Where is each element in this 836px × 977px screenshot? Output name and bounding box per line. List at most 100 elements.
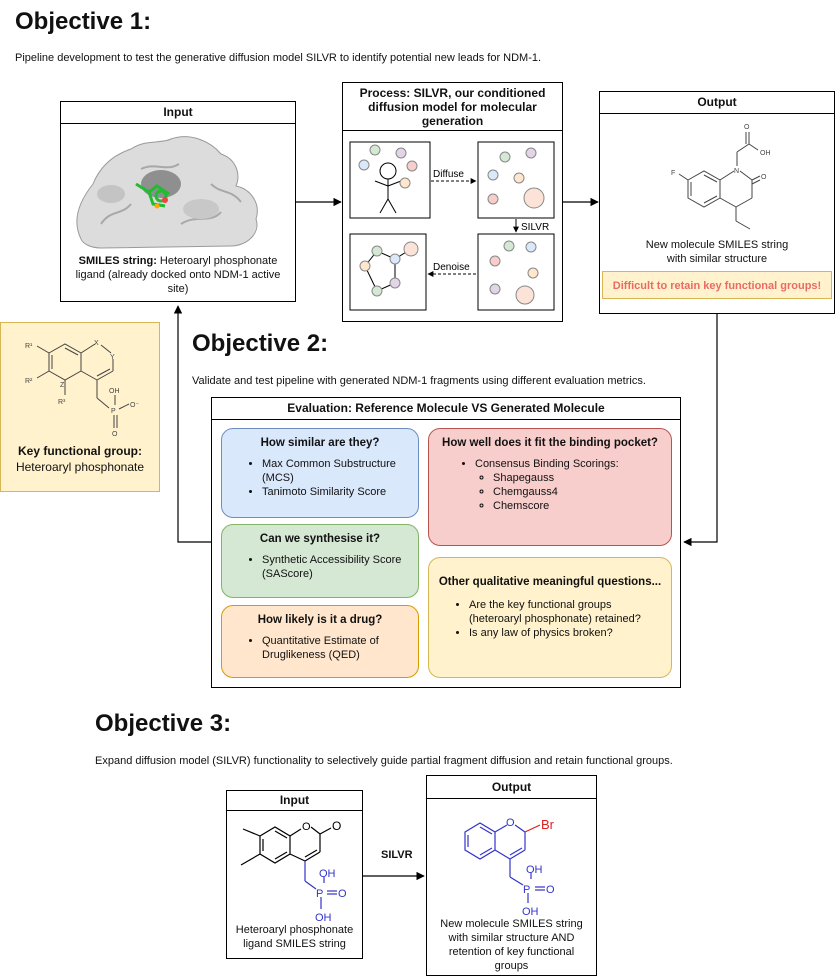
panel-denoised: [349, 233, 427, 311]
card-binding-fit-title: How well does it fit the binding pocket?: [442, 437, 658, 449]
smiles-description: Heteroaryl phosphonate ligand (already d…: [75, 255, 281, 295]
atom-oh-top: OH: [319, 868, 336, 880]
label-diffuse: Diffuse: [433, 169, 464, 180]
obj3-input-caption: Heteroaryl phosphonate ligand SMILES str…: [235, 924, 354, 950]
objective2-description: Validate and test pipeline with generate…: [192, 375, 646, 387]
obj3-silvr-label: SILVR: [381, 849, 413, 861]
atom-r3: R³: [58, 399, 66, 406]
card-synthesis-list: Synthetic Accessibility Score (SAScore): [222, 553, 418, 581]
card-binding-fit: How well does it fit the binding pocket?…: [428, 428, 672, 546]
sub-list-item: Chemscore: [493, 499, 671, 513]
warning-banner: Difficult to retain key functional group…: [602, 271, 832, 299]
key-functional-group-box: R¹ R² R³ X Y Z OH P O⁻ O Key functional …: [0, 322, 160, 492]
atom-x: X: [94, 340, 99, 347]
list-item-label: Consensus Binding Scorings:: [475, 458, 619, 470]
sub-list-item: Chemgauss4: [493, 485, 671, 499]
protein-surface-image: [61, 124, 295, 250]
obj3-input-header: Input: [227, 791, 362, 811]
atom-o-double: O: [338, 888, 347, 900]
key-group-name: Heteroaryl phosphonate: [15, 460, 145, 474]
obj3-output-caption: New molecule SMILES string with similar …: [440, 918, 583, 972]
list-item: Are the key functional groups (heteroary…: [469, 598, 663, 626]
obj3-input-molecule: O O OH P O OH: [240, 819, 347, 923]
obj1-input-box: Input SMILES string: Heteroaryl phosphon…: [60, 101, 296, 302]
list-item: Is any law of physics broken?: [469, 626, 663, 640]
key-group-title: Key functional group:: [18, 444, 142, 458]
obj3-output-molecule: O Br OH P O OH: [464, 817, 555, 917]
obj1-input-header: Input: [61, 102, 295, 124]
atom-br: Br: [541, 817, 555, 832]
arrow-output-to-evaluation: [683, 314, 718, 547]
atom-oh-top: OH: [526, 864, 543, 876]
card-similarity-list: Max Common Substructure (MCS) Tanimoto S…: [222, 457, 418, 499]
output-molecule-structure: OH O O F N: [671, 124, 771, 230]
atom-oh: OH: [760, 150, 771, 157]
atom-oh-key: OH: [109, 388, 120, 395]
card-similarity-title: How similar are they?: [260, 437, 380, 449]
atom-o-top: O: [744, 124, 750, 131]
atom-o-key: O: [112, 431, 118, 438]
obj1-input-caption: SMILES string: Heteroaryl phosphonate li…: [61, 250, 295, 296]
atom-r1: R¹: [25, 343, 33, 350]
obj1-process-box: Process: SILVR, our conditioned diffusio…: [342, 82, 563, 322]
list-item: Max Common Substructure (MCS): [262, 457, 418, 485]
atom-o-ring: O: [302, 821, 311, 833]
panel-diffused: [477, 141, 555, 219]
card-binding-fit-list: Consensus Binding Scorings: Shapegauss C…: [429, 457, 671, 513]
objective3-title: Objective 3:: [95, 710, 232, 737]
card-qualitative: Other qualitative meaningful questions..…: [428, 557, 672, 678]
atom-o-minus: O⁻: [130, 402, 139, 409]
card-qualitative-title: Other qualitative meaningful questions..…: [438, 576, 662, 588]
obj1-process-header: Process: SILVR, our conditioned diffusio…: [343, 83, 562, 131]
card-qualitative-list: Are the key functional groups (heteroary…: [429, 598, 671, 640]
obj1-output-header: Output: [600, 92, 834, 114]
objective1-description: Pipeline development to test the generat…: [15, 52, 542, 64]
atom-o-carbonyl: O: [761, 174, 767, 181]
atom-o-ring: O: [506, 817, 515, 829]
atom-r2: R²: [25, 378, 33, 385]
atom-f: F: [671, 170, 675, 177]
list-item: Synthetic Accessibility Score (SAScore): [262, 553, 418, 581]
sub-list-item: Shapegauss: [493, 471, 671, 485]
card-druglikeness-title: How likely is it a drug?: [257, 614, 383, 626]
card-synthesis: Can we synthesise it? Synthetic Accessib…: [221, 524, 419, 598]
atom-p-key: P: [111, 408, 116, 415]
card-druglikeness-list: Quantitative Estimate of Druglikeness (Q…: [222, 634, 418, 662]
atom-oh-bottom: OH: [522, 906, 539, 917]
arrow-evaluation-to-input: [173, 305, 211, 543]
card-synthesis-title: Can we synthesise it?: [259, 533, 381, 545]
list-item: Quantitative Estimate of Druglikeness (Q…: [262, 634, 418, 662]
atom-p: P: [316, 888, 323, 900]
objective3-description: Expand diffusion model (SILVR) functiona…: [95, 755, 673, 767]
atom-z: Z: [60, 382, 65, 389]
scoring-sublist: Shapegauss Chemgauss4 Chemscore: [475, 471, 671, 513]
objective1-title: Objective 1:: [15, 8, 152, 35]
smiles-label: SMILES string:: [78, 255, 157, 267]
atom-o-carbonyl: O: [332, 819, 341, 833]
panel-guided: [477, 233, 555, 311]
label-silvr: SILVR: [521, 222, 549, 233]
card-similarity: How similar are they? Max Common Substru…: [221, 428, 419, 518]
obj1-output-caption: New molecule SMILES string with similar …: [645, 239, 789, 265]
obj3-input-box: Input O O OH P O OH: [226, 790, 363, 959]
evaluation-header: Evaluation: Reference Molecule VS Genera…: [212, 398, 680, 420]
obj3-output-header: Output: [427, 776, 596, 799]
diffusion-process-diagram: Diffuse SILVR Denoise: [349, 141, 555, 311]
panel-original-molecule: [349, 141, 431, 219]
warning-text: Difficult to retain key functional group…: [612, 280, 822, 292]
docked-ligand: [135, 182, 170, 208]
atom-n: N: [734, 168, 739, 175]
objective2-title: Objective 2:: [192, 330, 329, 357]
label-denoise: Denoise: [433, 262, 470, 273]
atom-p: P: [523, 884, 530, 896]
list-item: Consensus Binding Scorings: Shapegauss C…: [475, 457, 671, 513]
obj1-output-box: Output O: [599, 91, 835, 314]
atom-y: Y: [110, 354, 115, 361]
atom-oh-bottom: OH: [315, 912, 332, 923]
list-item: Tanimoto Similarity Score: [262, 485, 418, 499]
atom-o-double: O: [546, 884, 555, 896]
obj3-output-box: Output O Br OH P O OH New molecule SMILE…: [426, 775, 597, 976]
key-group-structure: R¹ R² R³ X Y Z OH P O⁻ O: [25, 340, 139, 438]
card-druglikeness: How likely is it a drug? Quantitative Es…: [221, 605, 419, 678]
